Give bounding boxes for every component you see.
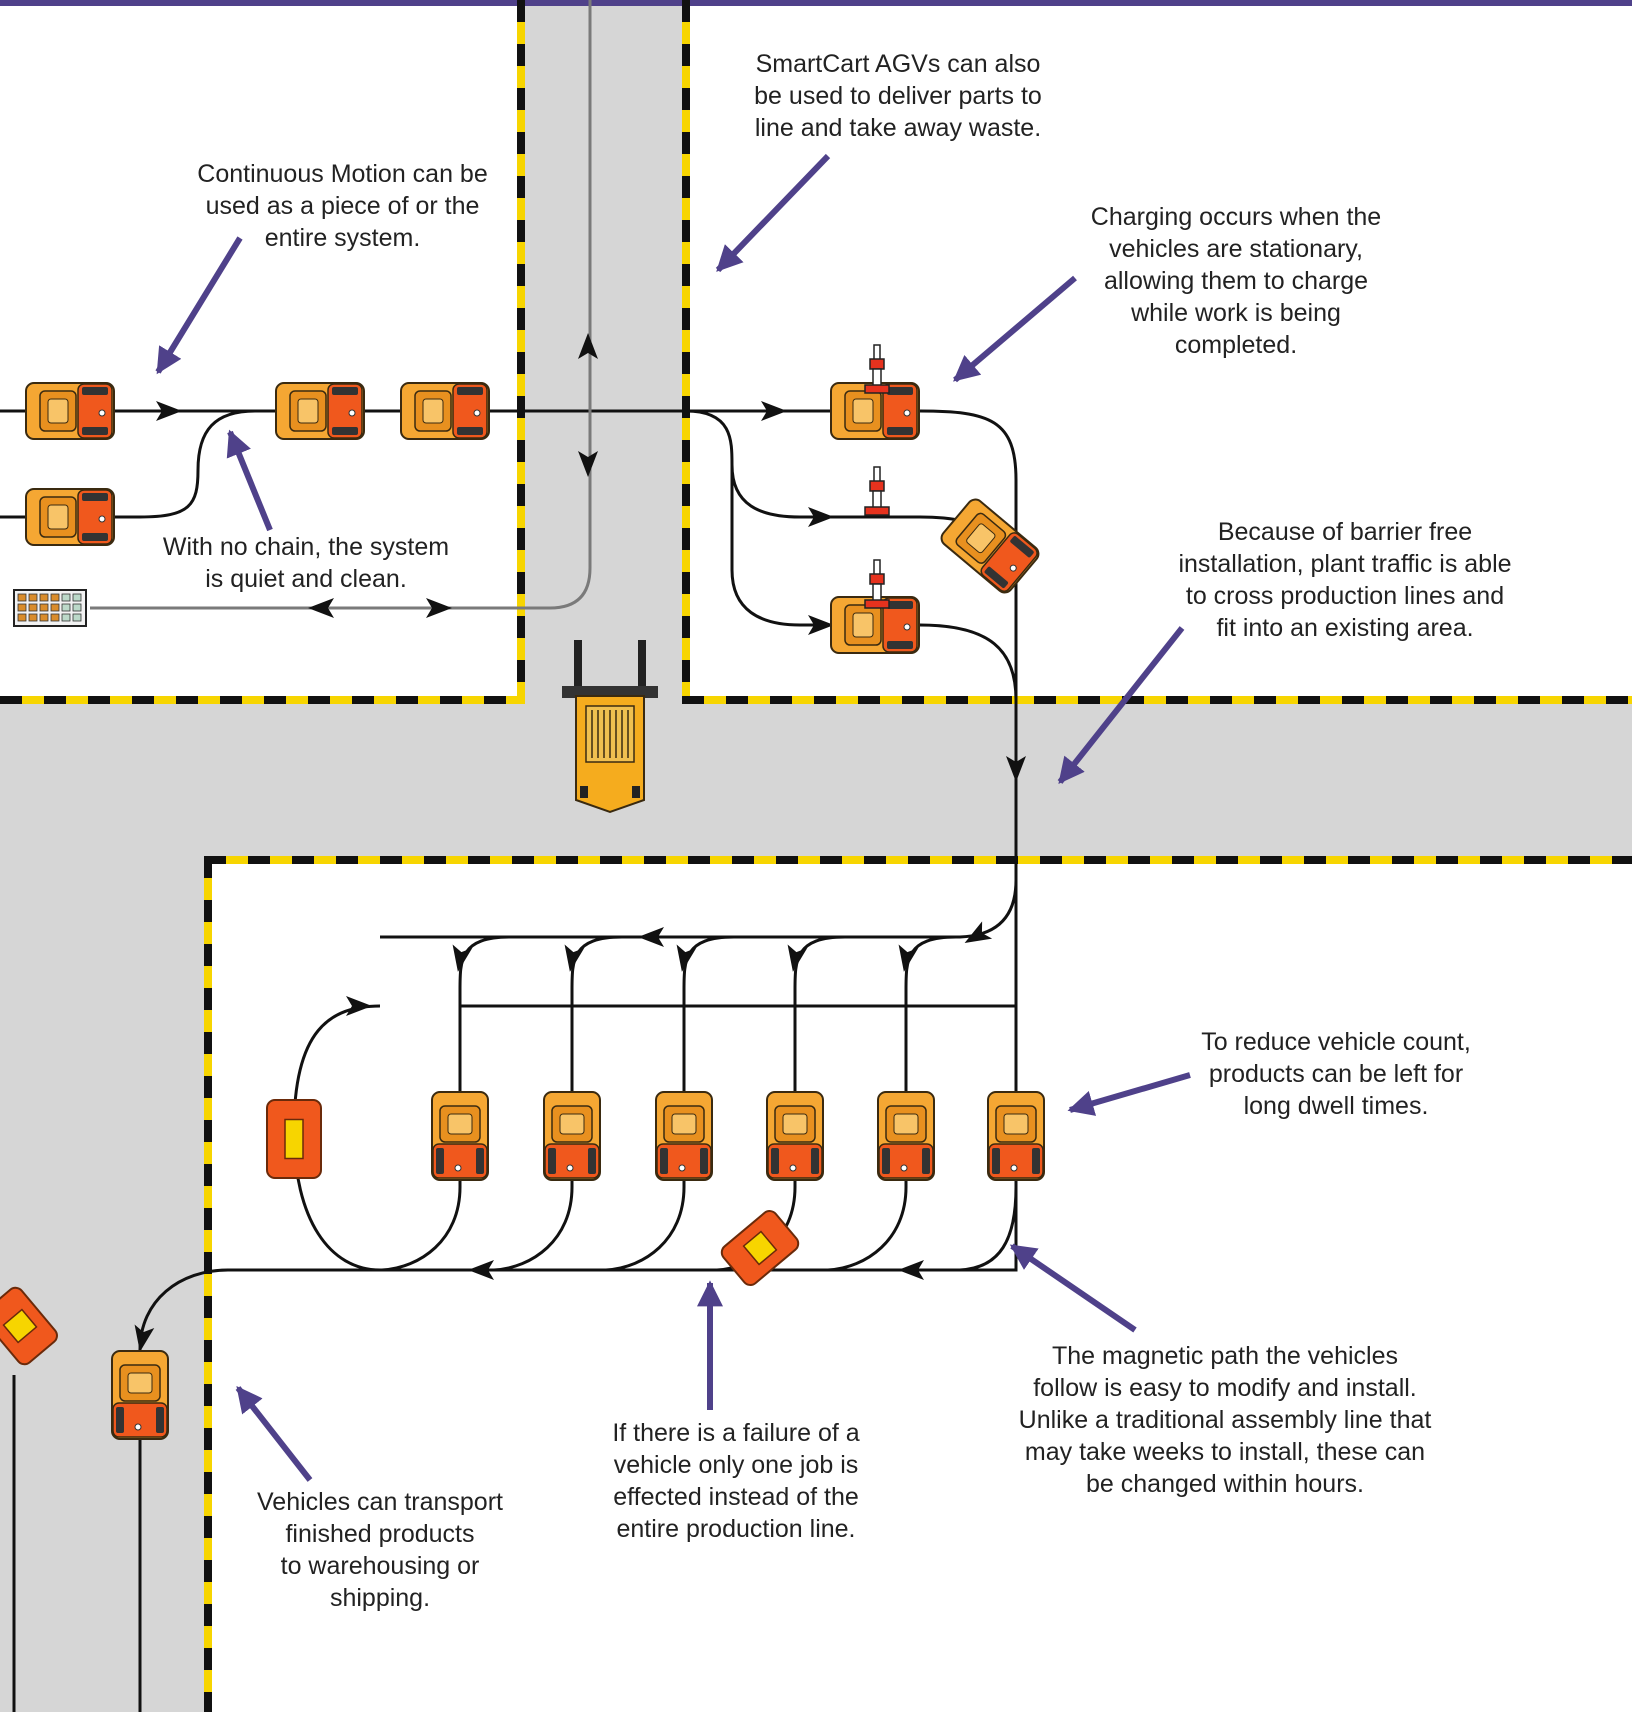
flow-arrow [578, 451, 598, 477]
path-return [827, 1101, 908, 1272]
note-smartcart: SmartCart AGVs can also be used to deliv… [754, 50, 1042, 142]
station-icon [0, 1286, 58, 1366]
note-continuous-motion: Continuous Motion can be used as a piece… [197, 160, 488, 252]
note-failure: If there is a failure of a vehicle only … [612, 1419, 860, 1543]
note-charging: Charging occurs when the vehicles are st… [1090, 203, 1382, 359]
path-segment [0, 409, 1018, 939]
aisle-left [0, 700, 208, 1712]
flow-arrow [1006, 756, 1026, 782]
flow-arrow [638, 927, 664, 947]
path-branch [904, 935, 957, 1101]
flow-arrow [578, 333, 598, 359]
path-branch [682, 935, 735, 1101]
aisle-horizontal [0, 700, 1632, 860]
path-return [605, 1101, 686, 1272]
flow-arrow [564, 944, 585, 972]
path-segment [0, 409, 256, 519]
path-branch [793, 935, 846, 1101]
agv-icon [431, 1091, 489, 1181]
flow-arrow [452, 944, 473, 972]
note-barrier-free: Because of barrier free installation, pl… [1178, 518, 1512, 642]
callout-arrow [226, 429, 273, 532]
charger-icon [864, 466, 890, 516]
callout-arrows [155, 153, 1191, 1482]
flow-arrow [898, 1260, 924, 1280]
flow-arrow [964, 921, 993, 943]
failed-vehicle-icon [720, 1210, 800, 1286]
agv-icon [830, 596, 920, 654]
note-transport: Vehicles can transport finished products… [257, 1488, 503, 1612]
agv-icon [655, 1091, 713, 1181]
station-icon [266, 1099, 322, 1179]
path-segment [138, 880, 1018, 1351]
flow-arrow [308, 598, 334, 618]
parts-wire [90, 0, 592, 610]
flow-arrow [156, 401, 182, 421]
path-branch [570, 935, 623, 1101]
aisle-vertical [517, 0, 687, 710]
agv-icon [25, 488, 115, 546]
agv-icon [25, 382, 115, 440]
flow-arrow [808, 615, 834, 635]
path-branch [458, 935, 511, 1101]
flow-arrow [787, 944, 808, 972]
flow-arrow [134, 1324, 155, 1352]
note-no-chain: With no chain, the system is quiet and c… [162, 533, 450, 593]
callout-arrow [715, 153, 831, 273]
note-vehicle-count: To reduce vehicle count, products can be… [1201, 1028, 1471, 1120]
flow-arrow [761, 401, 787, 421]
forklift-icon [562, 640, 658, 814]
agv-icon [275, 382, 365, 440]
charger-icon [864, 559, 890, 609]
flow-arrow [346, 996, 372, 1016]
callout-arrow [1067, 1072, 1191, 1116]
parts-rack-icon [13, 589, 87, 627]
flow-arrow [898, 944, 919, 972]
agv-icon [766, 1091, 824, 1181]
note-magnetic-path: The magnetic path the vehicles follow is… [1018, 1342, 1432, 1498]
flow-arrow [426, 598, 452, 618]
path-return [959, 1186, 1018, 1272]
flow-arrow [468, 1260, 494, 1280]
agv-icon [111, 1350, 169, 1440]
path-return [493, 1101, 574, 1272]
callout-arrow [953, 275, 1077, 383]
top-bar [0, 0, 1632, 6]
callout-arrow [1009, 1243, 1137, 1333]
agv-icon [543, 1091, 601, 1181]
callout-arrow [155, 236, 243, 375]
agv-icon [877, 1091, 935, 1181]
agv-icon [830, 382, 920, 440]
callout-arrow [235, 1385, 313, 1482]
agv-icon [940, 498, 1040, 594]
callout-arrow [1057, 626, 1185, 785]
flow-arrow [676, 944, 697, 972]
charger-icon [864, 344, 890, 394]
agv-icon [400, 382, 490, 440]
path-return [381, 1101, 462, 1272]
flow-arrow [808, 507, 834, 527]
agv-icon [987, 1091, 1045, 1181]
